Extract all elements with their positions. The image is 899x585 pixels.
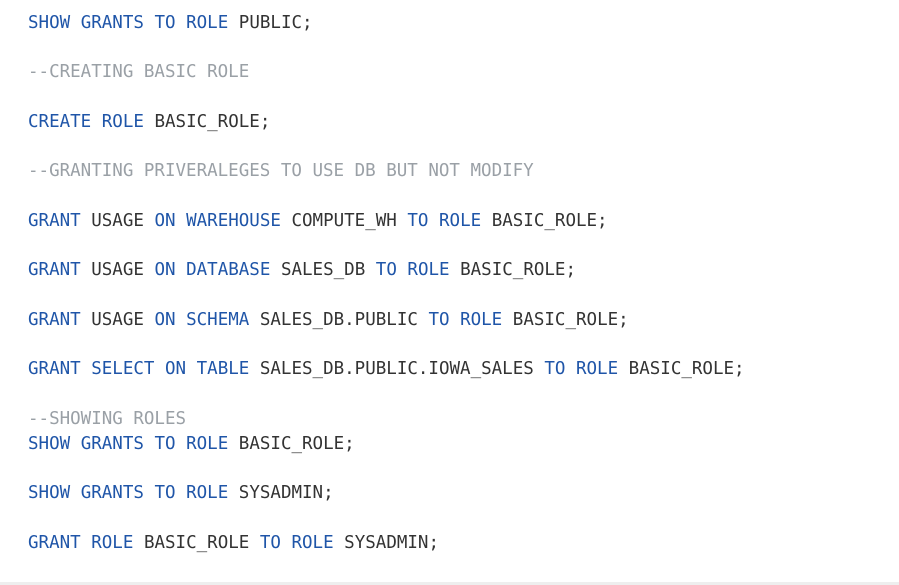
code-line: GRANT SELECT ON TABLE SALES_DB.PUBLIC.IO…	[28, 358, 745, 380]
sql-keyword: GRANT	[28, 310, 81, 330]
sql-identifier: BASIC_ROLE;	[238, 434, 355, 454]
sql-keyword: ON	[154, 211, 176, 231]
sql-keyword: ROLE	[91, 533, 134, 553]
sql-keyword: GRANTS	[80, 434, 144, 454]
sql-keyword: DATABASE	[186, 260, 271, 280]
sql-keyword: ROLE	[186, 13, 229, 33]
sql-keyword: TABLE	[196, 359, 250, 379]
sql-keyword: WAREHOUSE	[186, 211, 281, 231]
sql-keyword: SHOW	[28, 483, 71, 503]
code-line: --GRANTING PRIVERALEGES TO USE DB BUT NO…	[28, 160, 534, 182]
code-line: GRANT USAGE ON DATABASE SALES_DB TO ROLE…	[28, 259, 576, 281]
sql-identifier: BASIC_ROLE;	[628, 359, 745, 379]
sql-keyword: TO	[259, 533, 281, 553]
sql-keyword: SHOW	[28, 434, 71, 454]
sql-keyword: GRANT	[28, 211, 81, 231]
sql-keyword: TO	[407, 211, 429, 231]
code-line: --CREATING BASIC ROLE	[28, 61, 249, 83]
sql-identifier: PUBLIC;	[238, 13, 313, 33]
sql-keyword: ON	[154, 310, 176, 330]
sql-identifier: USAGE	[91, 211, 144, 231]
sql-keyword: TO	[154, 434, 176, 454]
sql-comment: --GRANTING PRIVERALEGES TO USE DB BUT NO…	[28, 161, 534, 181]
sql-keyword: SCHEMA	[186, 310, 250, 330]
code-line: SHOW GRANTS TO ROLE PUBLIC;	[28, 12, 313, 34]
sql-keyword: TO	[154, 483, 176, 503]
sql-identifier: SALES_DB.PUBLIC	[259, 310, 418, 330]
sql-keyword: TO	[375, 260, 397, 280]
code-line: SHOW GRANTS TO ROLE SYSADMIN;	[28, 482, 334, 504]
sql-keyword: ON	[154, 260, 176, 280]
sql-keyword: SELECT	[91, 359, 155, 379]
sql-keyword: CREATE	[28, 112, 92, 132]
sql-identifier: COMPUTE_WH	[291, 211, 397, 231]
sql-keyword: ROLE	[407, 260, 450, 280]
sql-identifier: SYSADMIN;	[238, 483, 334, 503]
sql-identifier: BASIC_ROLE	[143, 533, 250, 553]
sql-keyword: TO	[428, 310, 450, 330]
code-line: --SHOWING ROLES	[28, 408, 186, 430]
sql-keyword: ROLE	[439, 211, 482, 231]
sql-keyword: GRANT	[28, 533, 81, 553]
sql-identifier: USAGE	[91, 310, 144, 330]
sql-keyword: ROLE	[460, 310, 503, 330]
sql-keyword: ROLE	[186, 483, 229, 503]
sql-keyword: GRANT	[28, 260, 81, 280]
sql-identifier: SALES_DB.PUBLIC.IOWA_SALES	[259, 359, 534, 379]
sql-keyword: ON	[165, 359, 187, 379]
sql-identifier: BASIC_ROLE;	[491, 211, 608, 231]
sql-identifier: SALES_DB	[280, 260, 366, 280]
sql-keyword: TO	[544, 359, 566, 379]
sql-comment: --CREATING BASIC ROLE	[28, 62, 250, 82]
sql-keyword: GRANT	[28, 359, 81, 379]
sql-keyword: ROLE	[101, 112, 144, 132]
sql-identifier: BASIC_ROLE;	[460, 260, 577, 280]
sql-identifier: BASIC_ROLE;	[512, 310, 629, 330]
code-line: GRANT USAGE ON WAREHOUSE COMPUTE_WH TO R…	[28, 210, 608, 232]
sql-identifier: USAGE	[91, 260, 144, 280]
code-line: SHOW GRANTS TO ROLE BASIC_ROLE;	[28, 433, 355, 455]
code-line: GRANT ROLE BASIC_ROLE TO ROLE SYSADMIN;	[28, 532, 439, 554]
sql-keyword: GRANTS	[80, 13, 144, 33]
sql-keyword: TO	[154, 13, 176, 33]
sql-keyword: ROLE	[186, 434, 229, 454]
sql-comment: --SHOWING ROLES	[28, 409, 187, 429]
code-line: CREATE ROLE BASIC_ROLE;	[28, 111, 270, 133]
sql-keyword: SHOW	[28, 13, 71, 33]
sql-keyword: ROLE	[575, 359, 619, 379]
sql-identifier: SYSADMIN;	[344, 533, 439, 553]
sql-keyword: ROLE	[291, 533, 334, 553]
sql-identifier: BASIC_ROLE;	[154, 112, 271, 132]
sql-keyword: GRANTS	[80, 483, 144, 503]
code-line: GRANT USAGE ON SCHEMA SALES_DB.PUBLIC TO…	[28, 309, 629, 331]
